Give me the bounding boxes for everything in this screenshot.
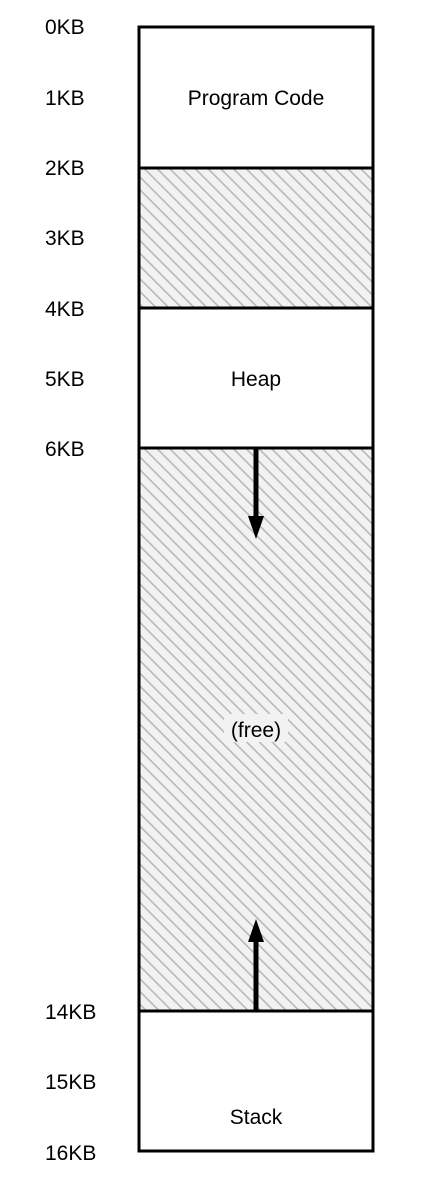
- stack-segment: [137, 1009, 375, 1153]
- heap-segment: [137, 306, 375, 450]
- unused-gap-segment: [137, 166, 375, 310]
- heap-growth-arrow: [248, 449, 264, 539]
- address-label-1kb: 1KB: [45, 87, 85, 110]
- address-label-14kb: 14KB: [45, 1001, 96, 1024]
- stack-label: Stack: [230, 1106, 283, 1129]
- address-label-0kb: 0KB: [45, 16, 85, 39]
- program-code-segment: [137, 25, 375, 170]
- address-label-15kb: 15KB: [45, 1071, 96, 1094]
- program-code-label: Program Code: [188, 87, 325, 110]
- address-label-4kb: 4KB: [45, 298, 85, 321]
- heap-label: Heap: [231, 368, 281, 391]
- address-label-2kb: 2KB: [45, 157, 85, 180]
- free-label: (free): [231, 719, 281, 742]
- stack-arrow-head: [248, 919, 264, 942]
- address-label-6kb: 6KB: [45, 438, 85, 461]
- stack-growth-arrow: [248, 919, 264, 1011]
- heap-arrow-head: [248, 516, 264, 539]
- address-label-16kb: 16KB: [45, 1142, 96, 1165]
- free-label-backdrop: [224, 714, 288, 742]
- address-label-5kb: 5KB: [45, 368, 85, 391]
- address-label-3kb: 3KB: [45, 227, 85, 250]
